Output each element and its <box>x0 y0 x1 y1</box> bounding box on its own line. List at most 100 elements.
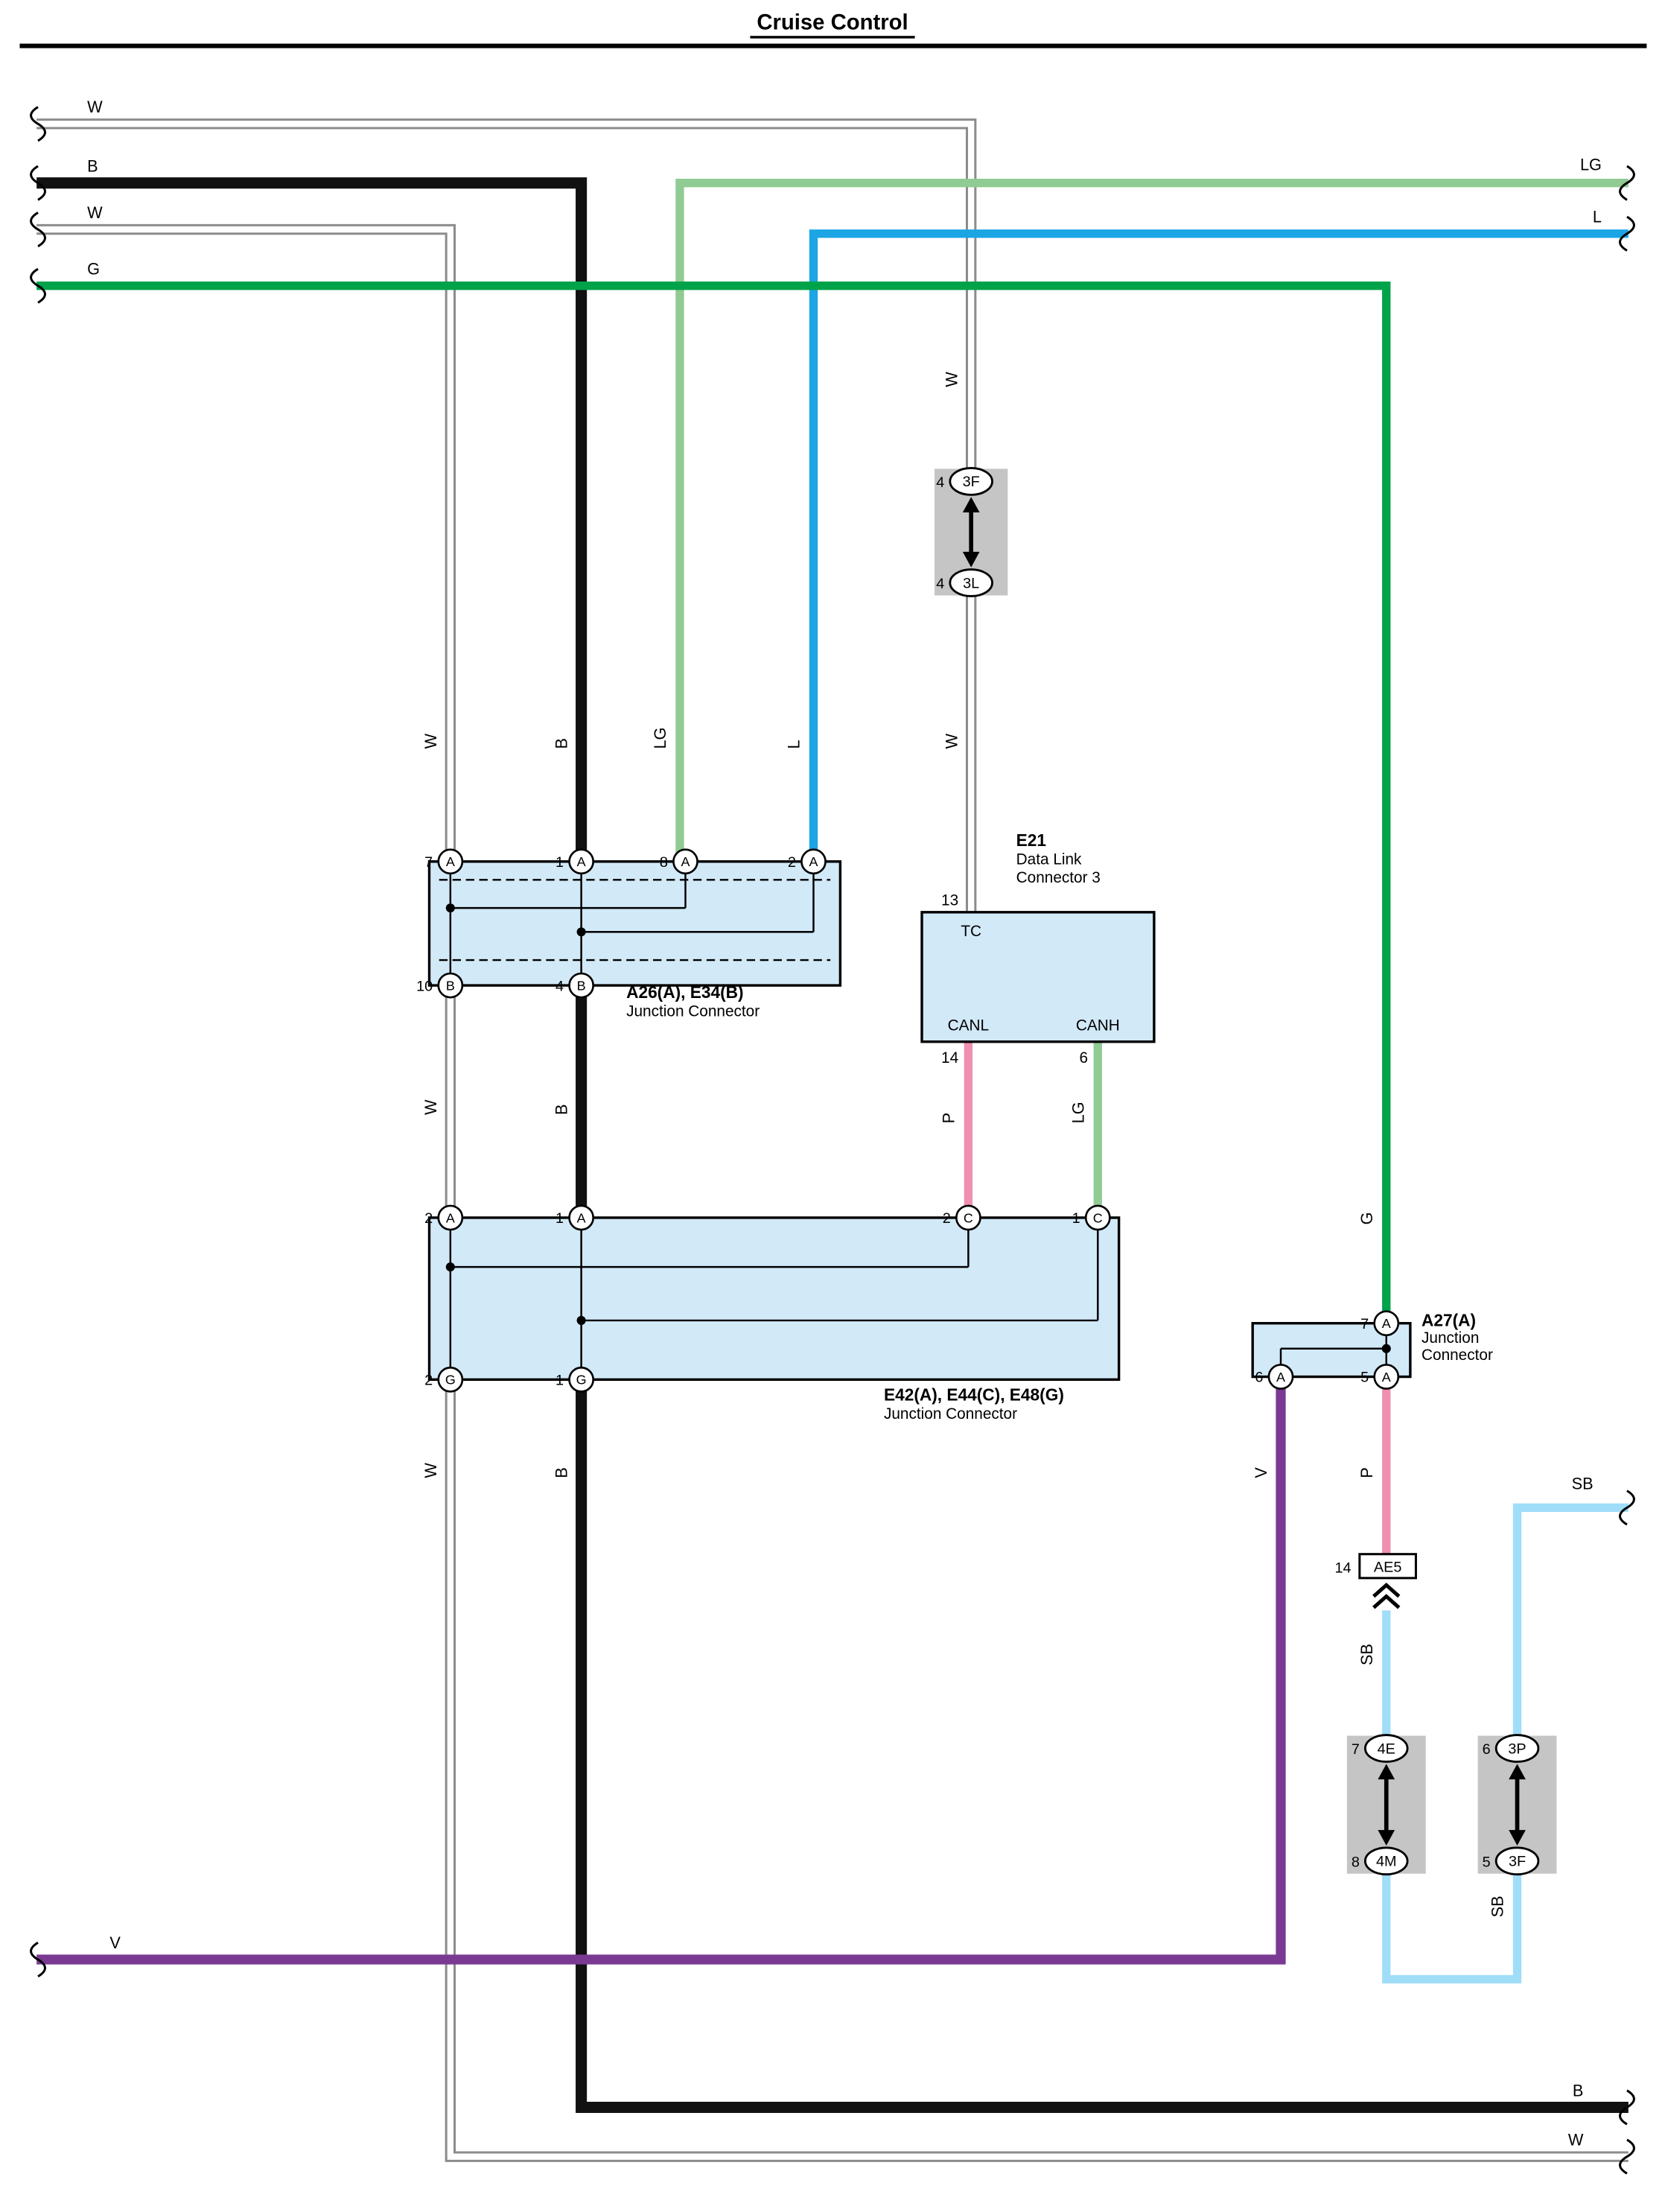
wire-color-label: W <box>87 98 103 116</box>
wire-color-label: W <box>87 203 103 222</box>
pin-number: 1 <box>555 1372 564 1388</box>
pin-number: 2 <box>943 1210 951 1227</box>
pin-terminal <box>955 1204 981 1231</box>
pin-number: 10 <box>416 978 433 994</box>
pin-letter: A <box>681 854 690 869</box>
wire-color-label: V <box>1252 1467 1270 1478</box>
wire-break-squiggle <box>1619 2089 1635 2126</box>
pin-letter: C <box>964 1210 973 1225</box>
wire-color-label: W <box>942 734 961 749</box>
pin-letter: A <box>577 1210 586 1225</box>
header-rule <box>19 43 1647 48</box>
connector-oval <box>949 568 993 597</box>
wire-color-label: B <box>1573 2081 1584 2100</box>
junction-node-dot <box>1381 1344 1391 1353</box>
connector-caption: TC <box>961 923 981 940</box>
pin-number: 1 <box>555 854 564 871</box>
shield-chevron-icon <box>1372 1582 1401 1598</box>
pin-letter: G <box>576 1373 587 1388</box>
wire-break-squiggle <box>30 106 46 142</box>
wire-color-label: B <box>553 1467 571 1478</box>
wire-color-label: L <box>785 740 803 749</box>
pin-letter: A <box>1276 1370 1285 1385</box>
connector-name: A26(A), E34(B) <box>626 982 743 1002</box>
pin-number: 2 <box>788 854 796 871</box>
data-link-connector-e21 <box>920 911 1156 1043</box>
wire-color-label: W <box>421 1099 440 1115</box>
connector-code: 3F <box>1509 1854 1526 1870</box>
arrow-up-icon <box>1378 1764 1395 1780</box>
pin-terminal <box>437 848 464 875</box>
wire-white-top-to-3f <box>36 121 975 474</box>
shield-chevron-icon <box>1372 1594 1401 1609</box>
pin-letter: B <box>446 979 455 994</box>
connector-name: E21 <box>1016 830 1046 850</box>
connector-caption: Junction <box>1422 1329 1479 1347</box>
wire-break-squiggle <box>1619 165 1635 201</box>
wire-color-label: LG <box>1069 1102 1087 1123</box>
page-title: Cruise Control <box>757 10 908 35</box>
wire-color-label: L <box>1593 208 1602 226</box>
wire-lightgreen-right-to-a26 <box>675 179 1629 862</box>
wire-color-label: LG <box>1580 156 1602 174</box>
junction-connector-e42-e44-e48 <box>427 1216 1121 1382</box>
pin-letter: A <box>446 854 455 869</box>
connector-caption: CANL <box>948 1017 989 1035</box>
arrow-up-icon <box>962 497 980 513</box>
wire-black-e42-to-bottom <box>576 1379 1629 2114</box>
wire-white-e42-to-bottom <box>447 1379 1629 2160</box>
wire-green-left-to-a27 <box>36 282 1391 1323</box>
junction-node-dot <box>576 1315 586 1325</box>
arrow-down-icon <box>1509 1830 1526 1846</box>
junction-node-dot <box>445 1262 455 1272</box>
wire-blue-right-to-a26 <box>809 229 1629 862</box>
wire-break-squiggle <box>30 267 46 304</box>
pin-number: 7 <box>1360 1316 1369 1332</box>
pin-number: 4 <box>555 978 564 994</box>
arrow-up-icon <box>1509 1764 1526 1780</box>
pin-letter: A <box>809 854 818 869</box>
pin-terminal <box>437 972 464 999</box>
connector-code: 3P <box>1508 1741 1526 1757</box>
connector-caption: Junction Connector <box>884 1405 1017 1423</box>
connector-pin-number: 7 <box>1352 1741 1360 1758</box>
wire-color-label: W <box>1568 2131 1584 2149</box>
pin-terminal <box>568 848 595 875</box>
pin-letter: C <box>1093 1210 1103 1225</box>
junction-node-dot <box>576 927 586 937</box>
connector-pin-number: 5 <box>1483 1854 1491 1870</box>
wire-skyblue-4m-to-3f <box>1382 1866 1522 1984</box>
title-underline <box>750 36 915 39</box>
wire-color-label: LG <box>651 728 669 749</box>
wire-color-label: G <box>87 260 100 279</box>
connector-oval <box>1363 1846 1409 1876</box>
connector-caption: 6 <box>1079 1049 1088 1067</box>
pin-number: 1 <box>1072 1210 1080 1227</box>
wire-color-label: P <box>939 1113 958 1124</box>
wire-color-label: SB <box>1489 1895 1507 1917</box>
pin-number: 1 <box>555 1210 564 1227</box>
arrow-down-icon <box>1378 1830 1395 1846</box>
connector-pin-number: 8 <box>1352 1854 1360 1870</box>
connector-name: A27(A) <box>1422 1310 1476 1329</box>
pin-number: 2 <box>424 1372 433 1388</box>
pin-number: 8 <box>660 854 668 871</box>
connector-code: 4E <box>1378 1741 1395 1757</box>
connector-caption: 14 <box>941 1049 958 1067</box>
pin-terminal <box>1373 1310 1400 1337</box>
connector-pin-number: 4 <box>936 474 944 491</box>
pin-terminal <box>568 1366 595 1393</box>
connector-oval <box>949 467 993 496</box>
wire-break-squiggle <box>30 1942 46 1978</box>
pin-terminal <box>1373 1364 1400 1390</box>
pin-letter: G <box>445 1373 456 1388</box>
pin-letter: A <box>577 854 586 869</box>
wire-color-label: P <box>1357 1467 1376 1478</box>
connector-oval <box>1494 1734 1540 1763</box>
connector-caption: Junction Connector <box>626 1003 760 1020</box>
connector-pin-number: 6 <box>1483 1741 1491 1758</box>
connector-caption: Data Link <box>1016 851 1082 868</box>
wire-color-label: W <box>942 372 961 387</box>
wire-break-squiggle <box>1619 215 1635 252</box>
